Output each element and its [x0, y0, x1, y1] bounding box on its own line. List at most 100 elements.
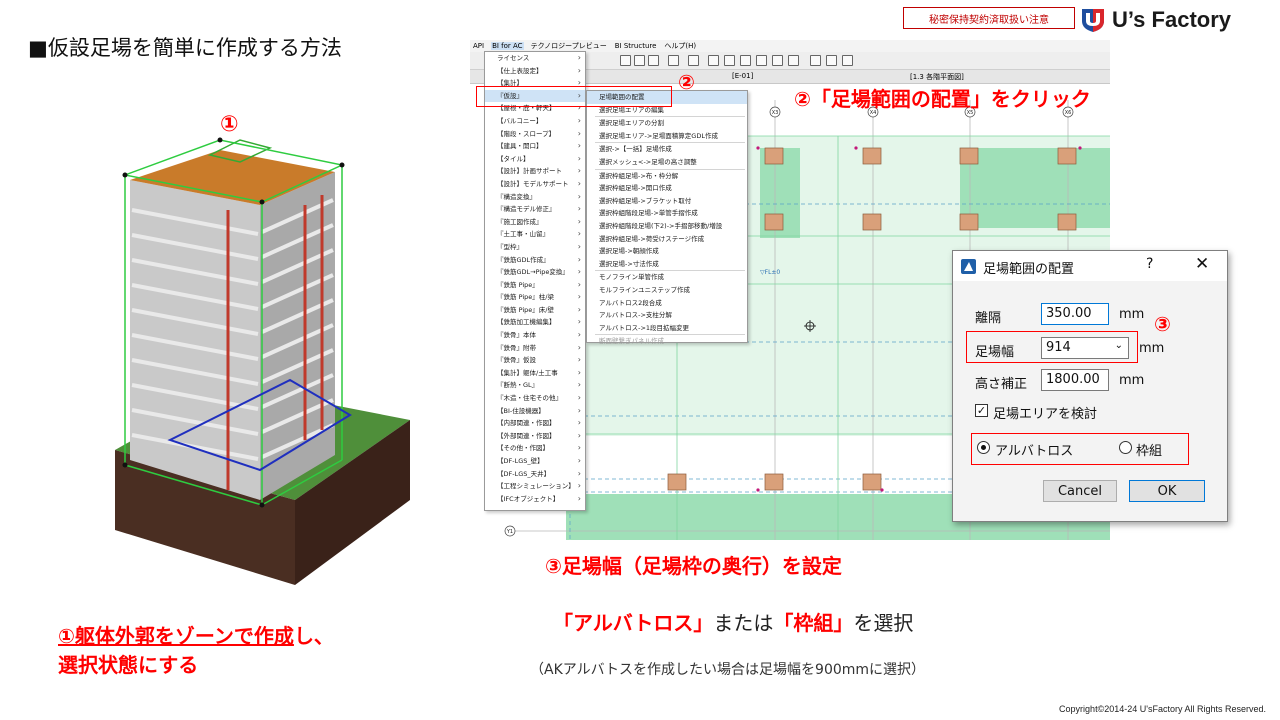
tool-flag2-icon[interactable]: [826, 55, 837, 66]
tool-pattern-icon[interactable]: [648, 55, 659, 66]
menu-bi-for-ac[interactable]: BI for AC: [491, 42, 524, 50]
tool-line-icon[interactable]: [740, 55, 751, 66]
menu-item[interactable]: 『鉄骨』仮設: [485, 354, 585, 367]
menu-item[interactable]: 『鉄筋 Pipe』床/壁: [485, 304, 585, 317]
submenu-item[interactable]: モノフライン単管作成: [599, 273, 664, 282]
level-label: ▽FL±0: [760, 269, 780, 276]
app-icon: [961, 259, 976, 274]
help-icon[interactable]: ?: [1146, 256, 1154, 272]
submenu-item[interactable]: 選択足場->朝顔作成: [599, 247, 659, 256]
tool-snap2-icon[interactable]: [724, 55, 735, 66]
menu-item[interactable]: 『型枠』: [485, 241, 585, 254]
submenu-item[interactable]: アルバトロス2段合成: [599, 298, 662, 307]
submenu-item-place-scaffold-range[interactable]: 足場範囲の配置: [587, 91, 747, 104]
submenu-item[interactable]: 選択足場->寸法作成: [599, 259, 659, 268]
tab-elevation[interactable]: [E-01]: [732, 72, 754, 80]
radio-frame[interactable]: [1119, 441, 1132, 454]
menu-item[interactable]: 【集計】躯体/土工事: [485, 367, 585, 380]
menu-item[interactable]: 【工程シミュレーション】: [485, 480, 585, 493]
tool-arc-icon[interactable]: [756, 55, 767, 66]
menu-item[interactable]: 【BI-住設機器】: [485, 405, 585, 418]
menu-item[interactable]: 【外部関連・作図】: [485, 430, 585, 443]
submenu-item[interactable]: 選択枠組階段足場->単管手摺作成: [599, 209, 698, 218]
menu-tech-preview[interactable]: テクノロジープレビュー: [530, 42, 607, 50]
menu-item-finish-table[interactable]: 【仕上表設定】: [485, 65, 585, 78]
menu-item-temporary[interactable]: 『仮設』: [485, 89, 585, 103]
menu-item[interactable]: 【その他・作図】: [485, 442, 585, 455]
menu-item[interactable]: 『鉄筋 Pipe』: [485, 279, 585, 292]
submenu-item[interactable]: アルバトロス->1段目拡幅変更: [599, 323, 690, 332]
submenu-item[interactable]: 選択枠組足場->ブラケット取付: [599, 196, 692, 205]
menu-item[interactable]: 『鉄筋GDL→Pipe変換』: [485, 266, 585, 279]
submenu-item[interactable]: 選択->【一括】足場作成: [599, 145, 672, 154]
submenu-item[interactable]: 選択枠組足場->荷受けステージ作成: [599, 234, 705, 243]
menu-item[interactable]: 『鉄筋GDL作成』: [485, 254, 585, 267]
menu-item-license[interactable]: ライセンス: [485, 52, 585, 65]
dialog-title: 足場範囲の配置: [983, 262, 1075, 277]
tool-dim-icon[interactable]: [634, 55, 645, 66]
column: [959, 213, 979, 231]
submenu-item[interactable]: 選択枠組足場->開口作成: [599, 184, 672, 193]
menu-item[interactable]: 【内部関連・作図】: [485, 417, 585, 430]
check-icon[interactable]: ✓: [975, 404, 988, 417]
menu-item-aggregate[interactable]: 【集計】: [485, 77, 585, 90]
submenu-item[interactable]: アルバトロス->支柱分解: [599, 311, 672, 320]
crosshair-icon: [804, 320, 816, 332]
menu-item[interactable]: 『土工事・山留』: [485, 228, 585, 241]
submenu-item[interactable]: 選択足場エリアの分割: [599, 119, 664, 128]
tool-grid-icon[interactable]: [620, 55, 631, 66]
close-icon[interactable]: ✕: [1195, 254, 1210, 274]
menu-item[interactable]: 【タイル】: [485, 153, 585, 166]
menu-item[interactable]: 『木造・住宅その他』: [485, 392, 585, 405]
menu-item[interactable]: 『施工図作成』: [485, 216, 585, 229]
menu-item[interactable]: 【DF-LGS_天井】: [485, 468, 585, 481]
height-input[interactable]: 1800.00: [1041, 369, 1109, 391]
tool-poly-icon[interactable]: [772, 55, 783, 66]
step1-caption: ①躯体外郭をゾーンで作成し、 選択状態にする: [58, 622, 334, 680]
menu-bi-structure[interactable]: BI Structure: [614, 42, 657, 50]
menu-item[interactable]: 【階段・スロープ】: [485, 128, 585, 141]
building-3d-model: [115, 137, 410, 585]
select-albatross-text: 「アルバトロス」: [553, 611, 714, 635]
radio-albatross[interactable]: [977, 441, 990, 454]
tool-home-icon[interactable]: [788, 55, 799, 66]
cancel-button[interactable]: Cancel: [1043, 480, 1117, 502]
menu-item[interactable]: 『鉄骨』附帯: [485, 342, 585, 355]
tool-layer-icon[interactable]: [668, 55, 679, 66]
menu-item[interactable]: 【IFCオブジェクト】: [485, 493, 585, 506]
width-unit: mm: [1139, 341, 1165, 356]
submenu-item[interactable]: 選択足場エリアの編集: [599, 105, 664, 114]
step3-marker: ③: [1154, 312, 1171, 336]
submenu-item[interactable]: 選択枠組足場->布・枠分解: [599, 171, 679, 180]
scaffold-range-dialog: 足場範囲の配置 ? ✕ 離隔 350.00 mm 足場幅 914 ⌄ mm 高さ…: [952, 250, 1228, 522]
menu-item[interactable]: 『構造モデル修正』: [485, 203, 585, 216]
tool-chair-icon[interactable]: [842, 55, 853, 66]
width-label: 足場幅: [975, 345, 1015, 360]
tool-view-icon[interactable]: [688, 55, 699, 66]
ok-button[interactable]: OK: [1129, 480, 1205, 502]
submenu-item[interactable]: 選択枠組階段足場(下2)->手摺部移動/増設: [599, 221, 723, 230]
submenu-item[interactable]: 選択メッシュ<->足場の高さ調整: [599, 157, 697, 166]
column: [764, 213, 784, 231]
menu-item[interactable]: 【バルコニー】: [485, 115, 585, 128]
menu-item[interactable]: 【DF-LGS_壁】: [485, 455, 585, 468]
menu-help[interactable]: ヘルプ(H): [664, 42, 697, 50]
menu-item[interactable]: 【屋根・庇・軒天】: [485, 102, 585, 115]
menu-item[interactable]: 『鉄筋 Pipe』柱/梁: [485, 291, 585, 304]
tool-flag-icon[interactable]: [810, 55, 821, 66]
menu-item[interactable]: 『鉄骨』本体: [485, 329, 585, 342]
submenu-item[interactable]: モルフラインユニステップ作成: [599, 285, 690, 294]
menu-item[interactable]: 【設計】モデルサポート: [485, 178, 585, 191]
offset-input[interactable]: 350.00: [1041, 303, 1109, 325]
menu-item[interactable]: 【鉄筋加工機編集】: [485, 316, 585, 329]
menu-item[interactable]: 【建具・開口】: [485, 140, 585, 153]
menu-api[interactable]: API: [473, 42, 485, 50]
tab-floor-plan[interactable]: [1.3 各階平面図]: [910, 73, 964, 81]
menu-item[interactable]: 【設計】計画サポート: [485, 165, 585, 178]
dialog-titlebar: 足場範囲の配置 ? ✕: [953, 251, 1227, 281]
submenu-item[interactable]: 選択足場エリア->足場面積算定GDL作成: [599, 131, 718, 140]
menu-item[interactable]: 『断熱・GL』: [485, 379, 585, 392]
menu-item[interactable]: 『構造変換』: [485, 191, 585, 204]
width-select[interactable]: 914 ⌄: [1041, 337, 1129, 359]
tool-snap-icon[interactable]: [708, 55, 719, 66]
